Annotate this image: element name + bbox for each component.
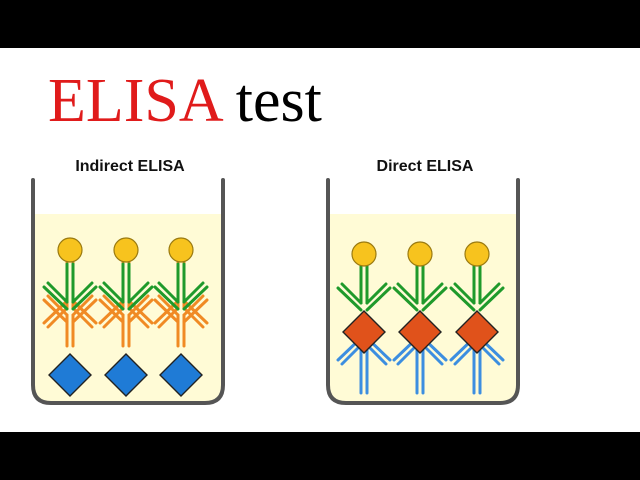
antigen-diamond-2 — [398, 310, 442, 354]
detection-antibody-2 — [98, 262, 154, 311]
title-test: test — [235, 67, 322, 135]
direct-well-outline — [326, 178, 520, 405]
enzyme-circle-2 — [113, 237, 139, 263]
primary-antibody-lower-2-arm-right-a — [127, 294, 150, 317]
detection-antibody-1-arm-left-b — [42, 285, 69, 311]
detection-antibody-1-arm-left-a — [340, 282, 363, 305]
enzyme-circle-1 — [351, 241, 377, 267]
slide-title: ELISA test — [48, 70, 322, 132]
antigen-diamond-3 — [159, 353, 203, 397]
detection-antibody-2 — [392, 264, 448, 312]
detection-antibody-3-arm-right-b — [182, 285, 209, 311]
antigen-diamond-3 — [455, 310, 499, 354]
detection-antibody-3-arm-right-b — [478, 286, 505, 312]
capture-antibody-1-arm-right-a — [365, 343, 388, 366]
primary-antibody-lower-2-arm-right-b — [127, 298, 154, 324]
capture-antibody-3-arm-left-a — [453, 343, 476, 366]
primary-antibody-lower-3-arm-right-b — [182, 298, 209, 324]
capture-antibody-2-arm-left-a — [396, 343, 419, 366]
enzyme-circle-3 — [168, 237, 194, 263]
detection-antibody-1 — [336, 264, 392, 312]
capture-antibody-3-arm-right-a — [478, 343, 501, 366]
primary-antibody-lower-3-arm-right-a — [182, 294, 205, 317]
capture-antibody-2-arm-right-a — [421, 343, 444, 366]
direct-elisa-label: Direct ELISA — [376, 158, 474, 175]
enzyme-circle-1 — [57, 237, 83, 263]
detection-antibody-3-arm-left-b — [449, 286, 476, 312]
primary-antibody-lower-2-arm-left-b — [98, 298, 125, 324]
detection-antibody-3-arm-right-a — [478, 282, 501, 305]
primary-antibody-lower-1-arm-left-a — [46, 294, 69, 317]
capture-antibody-3 — [449, 336, 505, 395]
primary-antibody-lower-3-arm-left-b — [153, 298, 180, 324]
detection-antibody-1-arm-right-a — [71, 281, 94, 304]
detection-antibody-3-arm-left-b — [153, 285, 180, 311]
capture-antibody-1-arm-left-a — [340, 343, 363, 366]
indirect-elisa-well — [31, 178, 225, 405]
primary-antibody-lower-3 — [153, 294, 209, 348]
detection-antibody-1-arm-left-b — [336, 286, 363, 312]
detection-antibody-1-arm-right-b — [365, 286, 392, 312]
detection-antibody-1 — [42, 262, 98, 311]
title-elisa: ELISA — [48, 67, 221, 135]
elisa-diagram — [31, 178, 520, 405]
direct-elisa-well — [326, 178, 520, 405]
detection-antibody-1-arm-right-a — [365, 282, 388, 305]
detection-antibody-2-arm-left-b — [98, 285, 125, 311]
detection-antibody-2-arm-left-b — [392, 286, 419, 312]
detection-antibody-3 — [153, 262, 209, 311]
primary-antibody-lower-1 — [42, 294, 98, 348]
detection-antibody-1-arm-right-b — [71, 285, 98, 311]
enzyme-circle-3 — [464, 241, 490, 267]
primary-antibody-lower-2-arm-left-a — [102, 294, 125, 317]
detection-antibody-2-arm-right-b — [127, 285, 154, 311]
detection-antibody-2-arm-right-a — [421, 282, 444, 305]
slide: ELISA test Indirect ELISA Direct ELISA — [0, 48, 640, 432]
detection-antibody-3-arm-left-a — [453, 282, 476, 305]
primary-antibody-lower-1-arm-left-b — [42, 298, 69, 324]
indirect-elisa-label: Indirect ELISA — [75, 158, 185, 175]
detection-antibody-2-arm-right-a — [127, 281, 150, 304]
enzyme-circle-2 — [407, 241, 433, 267]
detection-antibody-3 — [449, 264, 505, 312]
detection-antibody-3-arm-left-a — [157, 281, 180, 304]
antigen-diamond-1 — [48, 353, 92, 397]
antigen-diamond-1 — [342, 310, 386, 354]
indirect-well-outline — [31, 178, 225, 405]
detection-antibody-3-arm-right-a — [182, 281, 205, 304]
primary-antibody-lower-1-arm-right-b — [71, 298, 98, 324]
primary-antibody-lower-2 — [98, 294, 154, 348]
detection-antibody-2-arm-right-b — [421, 286, 448, 312]
primary-antibody-lower-3-arm-left-a — [157, 294, 180, 317]
detection-antibody-1-arm-left-a — [46, 281, 69, 304]
detection-antibody-2-arm-left-a — [396, 282, 419, 305]
detection-antibody-2-arm-left-a — [102, 281, 125, 304]
primary-antibody-lower-1-arm-right-a — [71, 294, 94, 317]
antigen-diamond-2 — [104, 353, 148, 397]
